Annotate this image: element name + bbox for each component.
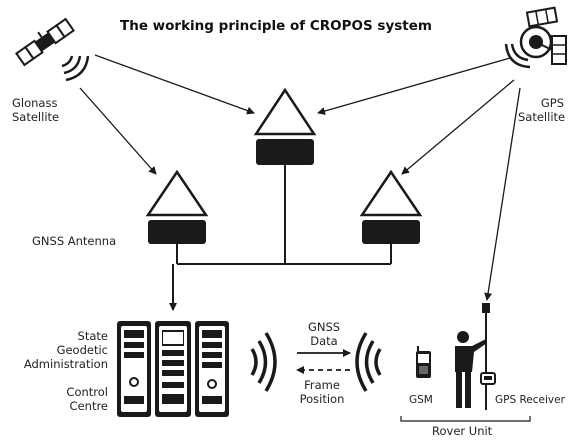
state-geodetic-administration-label: State Geodetic Administration [23,329,108,371]
rover-person-icon [455,331,487,408]
gps-to-center-antenna-arrow [317,57,511,115]
glonass-satellite-label: Glonass Satellite [12,96,60,124]
diagram-title: The working principle of CROPOS system [120,18,432,34]
gnss-data-label: GNSS Data [307,320,341,348]
gps-satellite-icon [504,6,567,69]
center-gnss-antenna-icon [253,87,317,165]
gnss-antenna-label: GNSS Antenna [32,234,117,248]
control-centre-label: Control Centre [66,385,108,413]
gps-to-right-antenna-arrow [401,79,515,175]
antenna-network-lines [176,165,392,265]
frame-position-label: Frame Position [299,378,345,406]
left-gnss-antenna-icon [145,169,209,244]
gps-satellite-label: GPS Satellite [518,96,566,124]
glonass-satellite-icon [15,17,90,82]
right-gnss-antenna-icon [359,169,423,244]
gps-receiver-pole-icon [480,303,496,410]
gsm-label: GSM [409,394,433,406]
gps-receiver-label: GPS Receiver [495,394,565,406]
gps-to-rover-arrow [484,87,521,301]
rover-unit-bracket [400,416,531,422]
control-centre-signal-waves [250,332,277,392]
glonass-to-center-antenna-arrow [94,54,255,115]
control-centre-servers-icon [117,321,229,417]
gsm-phone-icon [416,346,431,378]
glonass-to-left-antenna-arrow [79,87,157,175]
rover-signal-waves [355,332,382,392]
rover-unit-label: Rover Unit [432,424,493,438]
